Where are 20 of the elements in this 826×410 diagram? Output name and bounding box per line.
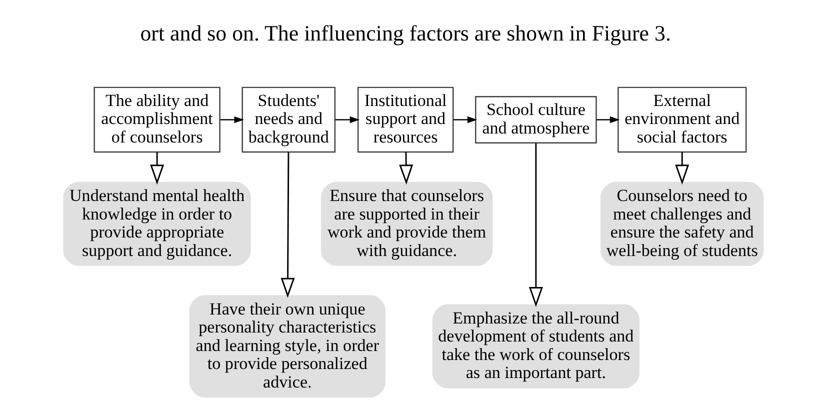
node-box: Students' needs and background [241,86,336,153]
arrow [334,116,360,124]
node-box: Ensure that counselors are supported in their work and provide them with guidance. [320,182,492,266]
node-box: Have their own unique personality characteristics and learning style, in order to provide personalized advice. [188,295,385,398]
label: ort and so on. The influencing factors are shown in Figure 3. [140,20,670,46]
node-box: Counselors need to meet challenges and ensure the safety and well-being of students [600,182,764,266]
arrow [528,143,542,308]
node-box: School culture and atmosphere [474,96,596,144]
node-box: Understand mental health knowledge in order to provide appropriate support and guidance. [62,182,250,266]
arrow [596,116,620,124]
node-box: The ability and accomplishment of counselors [93,86,220,153]
arrow [280,152,294,298]
node-box: Institutional support and resources [356,86,454,153]
arrow [220,116,244,124]
node-box: External environment and social factors [617,86,746,153]
arrow [674,152,689,185]
node-box: Emphasize the all-round development of students and take the work of counselors as an important part. [432,304,639,388]
arrow [150,152,164,185]
arrow [452,116,477,124]
arrow [398,152,413,185]
